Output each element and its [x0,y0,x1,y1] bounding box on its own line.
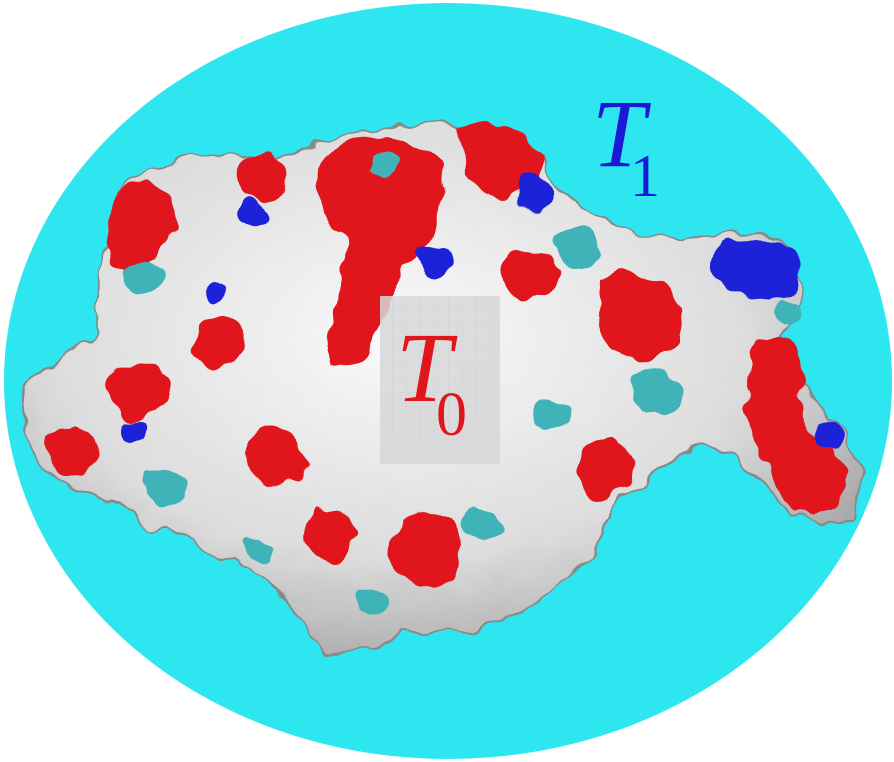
teal-patch [775,299,802,324]
teal-patch [143,469,184,503]
blue-patch [813,419,839,449]
red-patch [502,247,554,303]
red-patch [48,427,96,477]
outer-label-symbol: T [592,80,646,187]
teal-patch [552,229,603,266]
teal-patch [533,399,570,433]
outer-label-subscript: 1 [630,143,660,209]
inner-region [380,296,500,464]
inner-region-grid [380,296,500,464]
teal-patch [245,539,272,564]
teal-patch [356,589,386,615]
blue-patch [711,240,802,300]
red-patch [248,429,306,484]
red-patch [193,316,243,369]
red-patch [599,273,682,362]
red-patch [459,125,541,196]
red-patch [108,361,169,419]
inner-label-subscript: 0 [436,381,467,449]
red-patch [319,136,445,367]
outer-region-label: T 1 [592,80,712,209]
blue-patch [124,419,148,444]
red-patch [304,509,355,563]
red-patch [103,181,176,271]
blue-patch [413,243,454,277]
blue-patch [239,199,267,227]
blue-patch [514,177,557,214]
red-patch [578,439,634,499]
surface-patches [48,125,846,615]
blue-patch [206,281,228,300]
red-patch [239,156,289,200]
teal-patch [369,153,395,179]
teal-patch [463,509,503,542]
red-patch [746,338,846,515]
red-patch [391,513,463,591]
teal-patch [632,368,684,412]
inner-label-symbol: T [396,312,452,423]
teal-patch [125,263,160,293]
inner-region-label: T 0 [396,318,506,448]
